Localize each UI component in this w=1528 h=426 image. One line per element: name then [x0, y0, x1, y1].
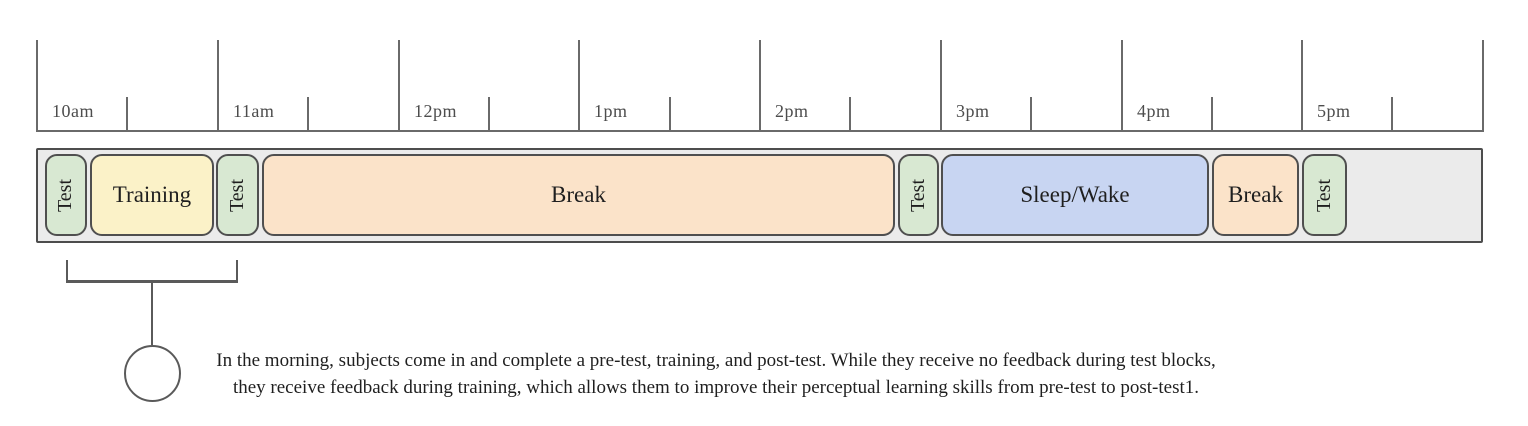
hour-tick — [1482, 40, 1484, 132]
annotation-line-2: they receive feedback during training, w… — [232, 377, 1200, 398]
block-label: Break — [551, 182, 606, 207]
hour-label-12pm: 12pm — [414, 101, 458, 121]
block-label: Break — [1228, 182, 1283, 207]
hour-label-5pm: 5pm — [1317, 101, 1351, 121]
block-label: Test — [1312, 178, 1335, 212]
hour-tick — [1121, 40, 1123, 132]
hour-label-1pm: 1pm — [594, 101, 628, 121]
half-hour-tick — [488, 97, 490, 132]
bracket-bottom — [66, 280, 238, 283]
block-label: Training — [112, 182, 192, 207]
hour-tick — [217, 40, 219, 132]
hour-label-2pm: 2pm — [775, 101, 809, 121]
hour-label-10am: 10am — [52, 101, 94, 121]
block-break-long: Break — [262, 154, 895, 236]
half-hour-tick — [1211, 97, 1213, 132]
hour-label-4pm: 4pm — [1137, 101, 1171, 121]
block-label: Sleep/Wake — [1020, 182, 1130, 207]
half-hour-tick — [126, 97, 128, 132]
block-posttest-morning: Test — [216, 154, 259, 236]
schedule-bar: Test Training Test Break Test Sleep/Wake… — [36, 148, 1483, 243]
block-break-short: Break — [1212, 154, 1299, 236]
block-label: Test — [906, 178, 929, 212]
hour-label-3pm: 3pm — [956, 101, 990, 121]
hour-tick — [578, 40, 580, 132]
block-label: Test — [54, 178, 77, 212]
half-hour-tick — [849, 97, 851, 132]
block-training: Training — [90, 154, 214, 236]
half-hour-tick — [307, 97, 309, 132]
block-label: Test — [225, 178, 248, 212]
bracket-right-arm — [236, 260, 238, 283]
hour-tick — [940, 40, 942, 132]
annotation-text: In the morning, subjects come in and com… — [200, 347, 1232, 401]
hour-tick — [1301, 40, 1303, 132]
hour-label-11am: 11am — [233, 101, 275, 121]
block-pretest-morning: Test — [45, 154, 87, 236]
hour-tick — [759, 40, 761, 132]
half-hour-tick — [669, 97, 671, 132]
annotation-line-1: In the morning, subjects come in and com… — [216, 350, 1216, 371]
bracket-left-arm — [66, 260, 68, 283]
block-test-evening: Test — [1302, 154, 1347, 236]
bracket-stem — [151, 283, 153, 345]
half-hour-tick — [1391, 97, 1393, 132]
block-sleep-wake: Sleep/Wake — [941, 154, 1209, 236]
hour-tick — [36, 40, 38, 132]
hour-tick — [398, 40, 400, 132]
half-hour-tick — [1030, 97, 1032, 132]
block-test-afternoon: Test — [898, 154, 939, 236]
callout-circle — [124, 345, 181, 402]
